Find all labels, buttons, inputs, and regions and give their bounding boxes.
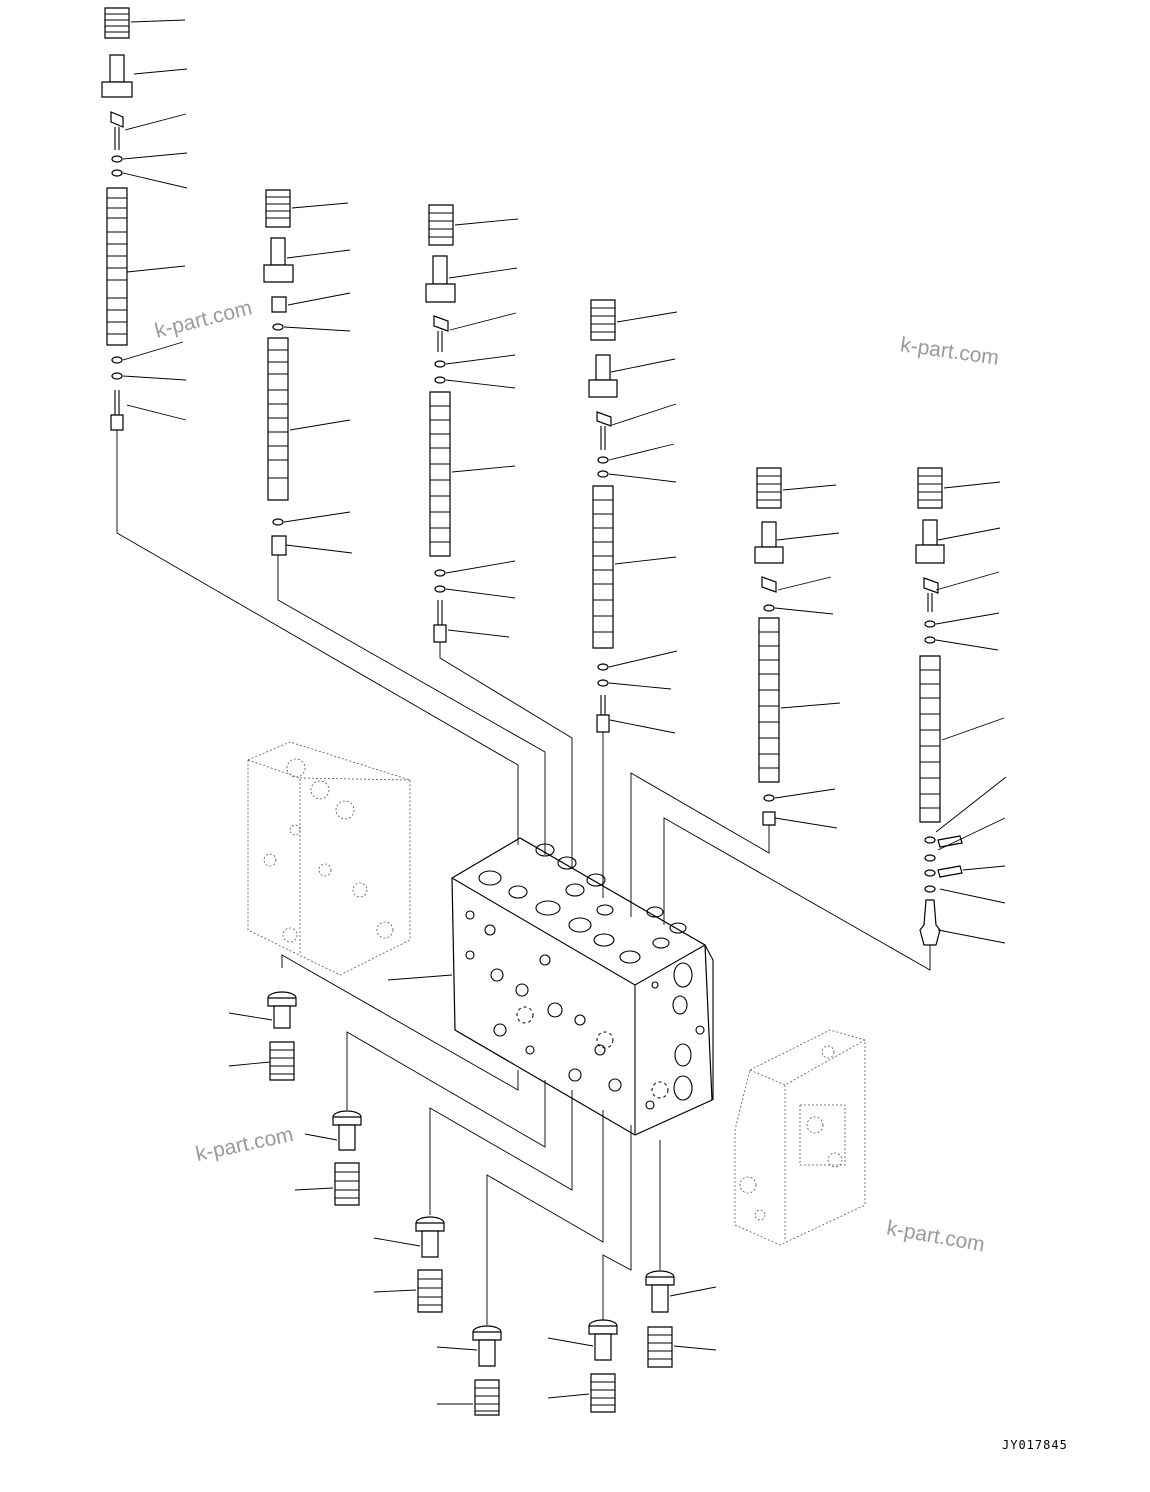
spool-assembly-6 <box>915 467 1007 946</box>
main-valve-block <box>451 837 714 1136</box>
main-block-leader <box>387 974 453 981</box>
ghost-housing-left <box>247 741 411 976</box>
spool-assembly-3 <box>425 204 519 643</box>
ghost-housing-right <box>734 1029 866 1246</box>
spool-assembly-2 <box>263 189 353 556</box>
drawing-code: JY017845 <box>1002 1438 1068 1452</box>
spool-assembly-4 <box>588 299 678 734</box>
spool-assembly-5 <box>754 467 841 829</box>
plug-spring-group <box>228 991 717 1416</box>
assembly-guide-lines <box>116 430 931 1325</box>
spool-assembly-1 <box>101 7 188 431</box>
